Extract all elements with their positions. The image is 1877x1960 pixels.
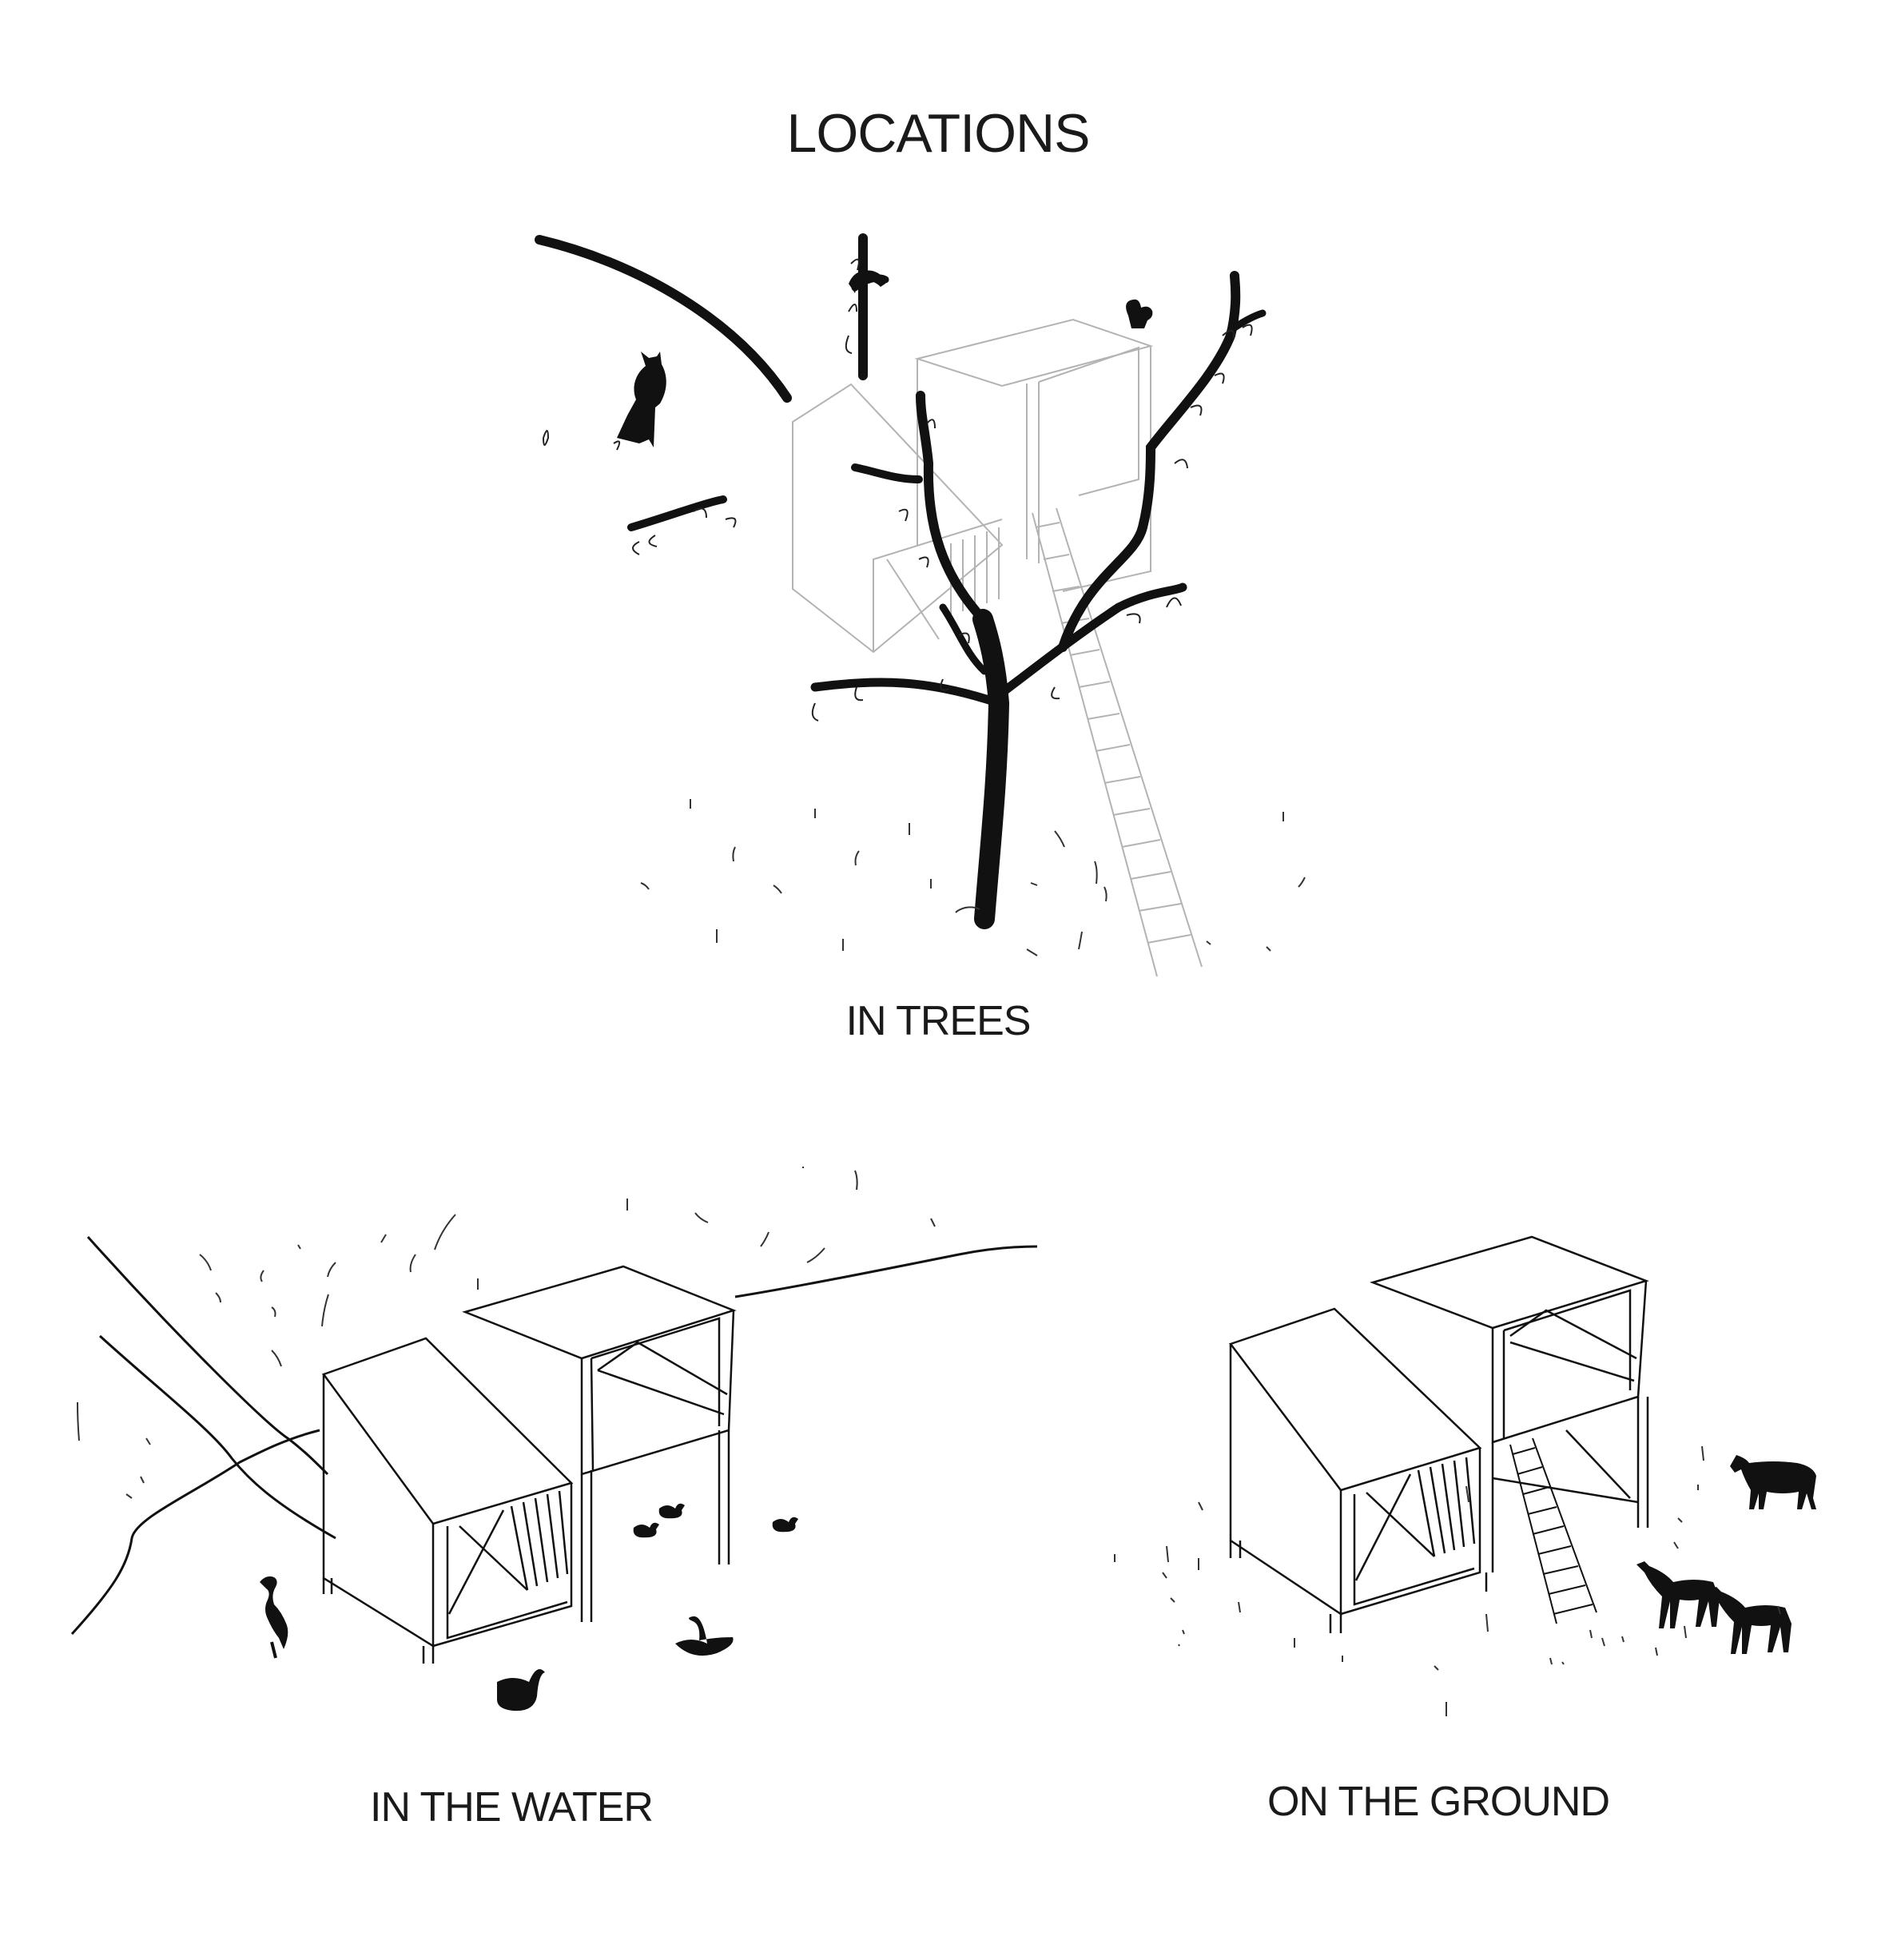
deer-icon <box>1708 1587 1792 1654</box>
duck-icon <box>633 1522 659 1538</box>
owl-icon <box>617 352 666 447</box>
small-bird-icon <box>849 270 885 293</box>
ground-hut <box>1228 1235 1649 1633</box>
deer-icon <box>1636 1561 1720 1628</box>
water-hut <box>321 1265 737 1664</box>
water-shoreline <box>70 1236 1038 1636</box>
caption-in-the-water: IN THE WATER <box>370 1784 654 1831</box>
donkey-icon <box>1730 1455 1816 1509</box>
ground-ladder <box>1509 1437 1597 1624</box>
swan-icon <box>497 1669 545 1712</box>
caption-on-the-ground: ON THE GROUND <box>1267 1779 1610 1825</box>
swan-icon <box>675 1616 734 1656</box>
page-title: LOCATIONS <box>786 103 1091 164</box>
duck-icon <box>658 1503 685 1519</box>
water-texture <box>77 1167 936 1499</box>
tree-ground-texture <box>640 799 1306 956</box>
tree-leaves <box>543 258 1253 722</box>
squirrel-icon <box>1126 299 1153 328</box>
tree-ladder <box>1032 507 1203 977</box>
heron-icon <box>260 1576 288 1659</box>
duck-icon <box>772 1517 798 1533</box>
ground-texture <box>1114 1445 1781 1716</box>
caption-in-trees: IN TREES <box>845 998 1032 1044</box>
